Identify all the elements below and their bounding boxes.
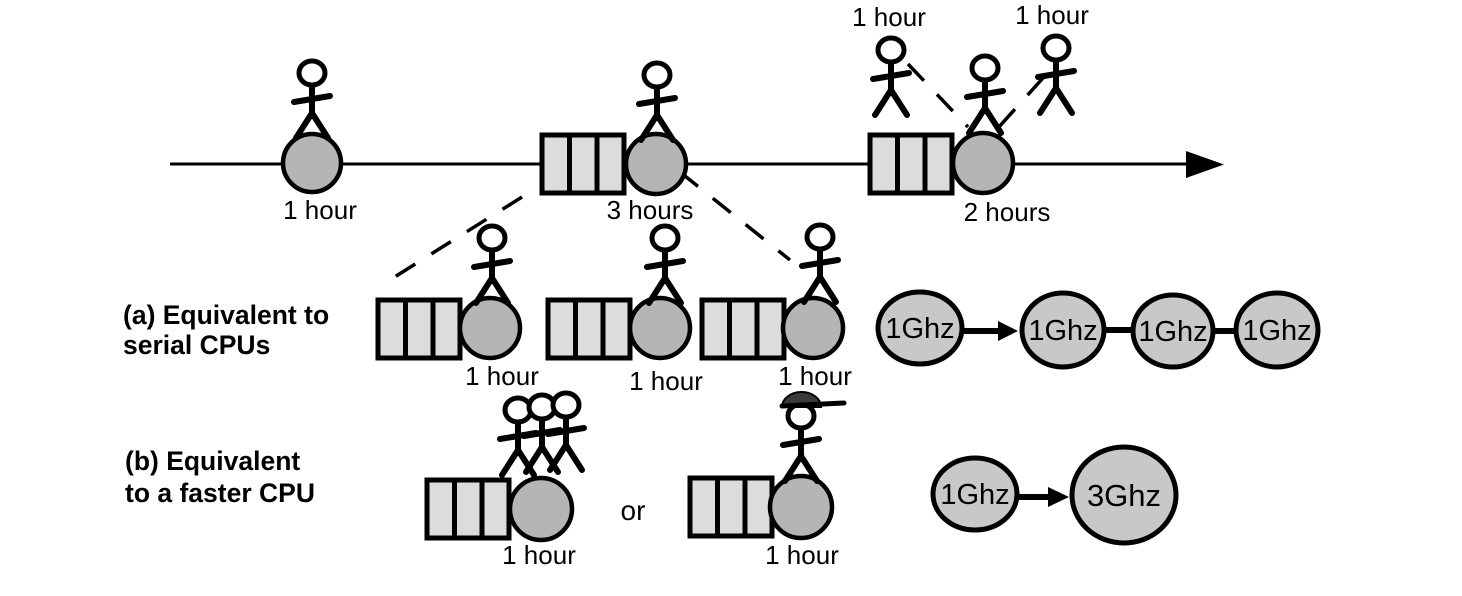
helper-right-label: 1 hour <box>1015 0 1089 30</box>
worker-icon <box>548 393 584 470</box>
cpu-node <box>1233 290 1321 370</box>
row-a-cpu-equivalence: 1Ghz 1Ghz 1Ghz 1Ghz <box>875 289 1321 370</box>
cpu-chain-3-label: 1Ghz <box>1242 315 1311 347</box>
or-label: or <box>621 495 646 526</box>
row-b-cpu-equivalence: 1Ghz 3Ghz <box>930 444 1179 546</box>
station-queue-2h: 1 hour 1 hour 2 hours <box>852 0 1089 227</box>
cpu-node-fast <box>1069 444 1179 546</box>
helper-worker-icon-right <box>1038 36 1074 113</box>
cpu-chain-2-label: 1Ghz <box>1138 316 1207 348</box>
row-b-unit-fast-worker: 1 hour <box>690 391 847 570</box>
cpu-single-label: 1Ghz <box>885 313 954 345</box>
cpu-single-b-label: 1Ghz <box>940 479 1009 511</box>
transform-arrow-icon <box>1048 487 1069 507</box>
row-a-unit-1: 1 hour <box>378 226 539 391</box>
row-b-caption-line2: to a faster CPU <box>125 478 315 508</box>
cpu-node <box>1019 290 1107 370</box>
worker-icon <box>294 61 330 138</box>
station-2h-label: 2 hours <box>964 197 1051 227</box>
server-icon <box>623 131 689 197</box>
station-simple: 1 hour <box>280 61 357 225</box>
row-a-unit-2-label: 1 hour <box>629 366 703 396</box>
station-simple-label: 1 hour <box>283 195 357 225</box>
worker-icon <box>474 226 510 303</box>
row-b-unit-1-label: 1 hour <box>502 540 576 570</box>
server-icon <box>507 475 575 543</box>
row-a-unit-3: 1 hour <box>702 225 852 391</box>
server-icon <box>950 130 1016 196</box>
queue-icon <box>870 135 952 193</box>
timeline: 1 hour 3 hours 1 hour 1 hour 2 hours <box>170 0 1224 285</box>
queue-icon <box>702 300 784 358</box>
server-icon <box>280 131 344 195</box>
row-b-unit-multi-worker: 1 hour <box>427 393 584 570</box>
worker-icon <box>639 63 675 140</box>
row-a-caption-line2: serial CPUs <box>123 330 270 360</box>
cpu-node <box>875 289 965 367</box>
row-a-unit-2: 1 hour <box>548 226 703 396</box>
flow-arrow-icon <box>1186 151 1224 178</box>
helper-worker-icon-left <box>873 38 909 115</box>
cpu-chain-1-label: 1Ghz <box>1028 315 1097 347</box>
dashed-connector-left <box>384 195 523 285</box>
queue-icon <box>378 300 460 358</box>
worker-icon <box>647 226 683 303</box>
worker-icon <box>783 404 819 481</box>
queue-icon <box>542 135 624 193</box>
server-icon <box>767 473 835 541</box>
row-a: (a) Equivalent to serial CPUs 1 hour 1 h… <box>123 225 1321 396</box>
server-icon <box>627 295 693 361</box>
worker-icon <box>967 56 1003 133</box>
queue-icon <box>548 300 630 358</box>
row-b-unit-2-label: 1 hour <box>765 540 839 570</box>
dashed-connector-right <box>678 170 792 262</box>
row-b: (b) Equivalent to a faster CPU 1 hour or… <box>125 391 1179 570</box>
row-b-caption-line1: (b) Equivalent <box>125 446 300 476</box>
dashed-connector-helper-left <box>906 62 970 129</box>
queue-icon <box>427 480 509 538</box>
worker-icon <box>802 225 838 302</box>
cpu-node <box>930 455 1020 533</box>
server-icon <box>780 295 846 361</box>
cpu-node <box>1130 292 1216 370</box>
row-a-unit-3-label: 1 hour <box>778 361 852 391</box>
row-a-caption-line1: (a) Equivalent to <box>123 300 329 330</box>
row-a-unit-1-label: 1 hour <box>465 361 539 391</box>
transform-arrow-icon <box>998 321 1018 341</box>
station-3h-label: 3 hours <box>607 195 694 225</box>
dashed-connector-helper-right <box>996 76 1045 130</box>
server-icon <box>457 295 523 361</box>
hat-brim <box>779 400 847 409</box>
helper-left-label: 1 hour <box>852 2 926 32</box>
queue-icon <box>690 478 772 536</box>
station-queue-3h: 3 hours <box>542 63 693 225</box>
cpu-fast-label: 3Ghz <box>1087 478 1161 513</box>
